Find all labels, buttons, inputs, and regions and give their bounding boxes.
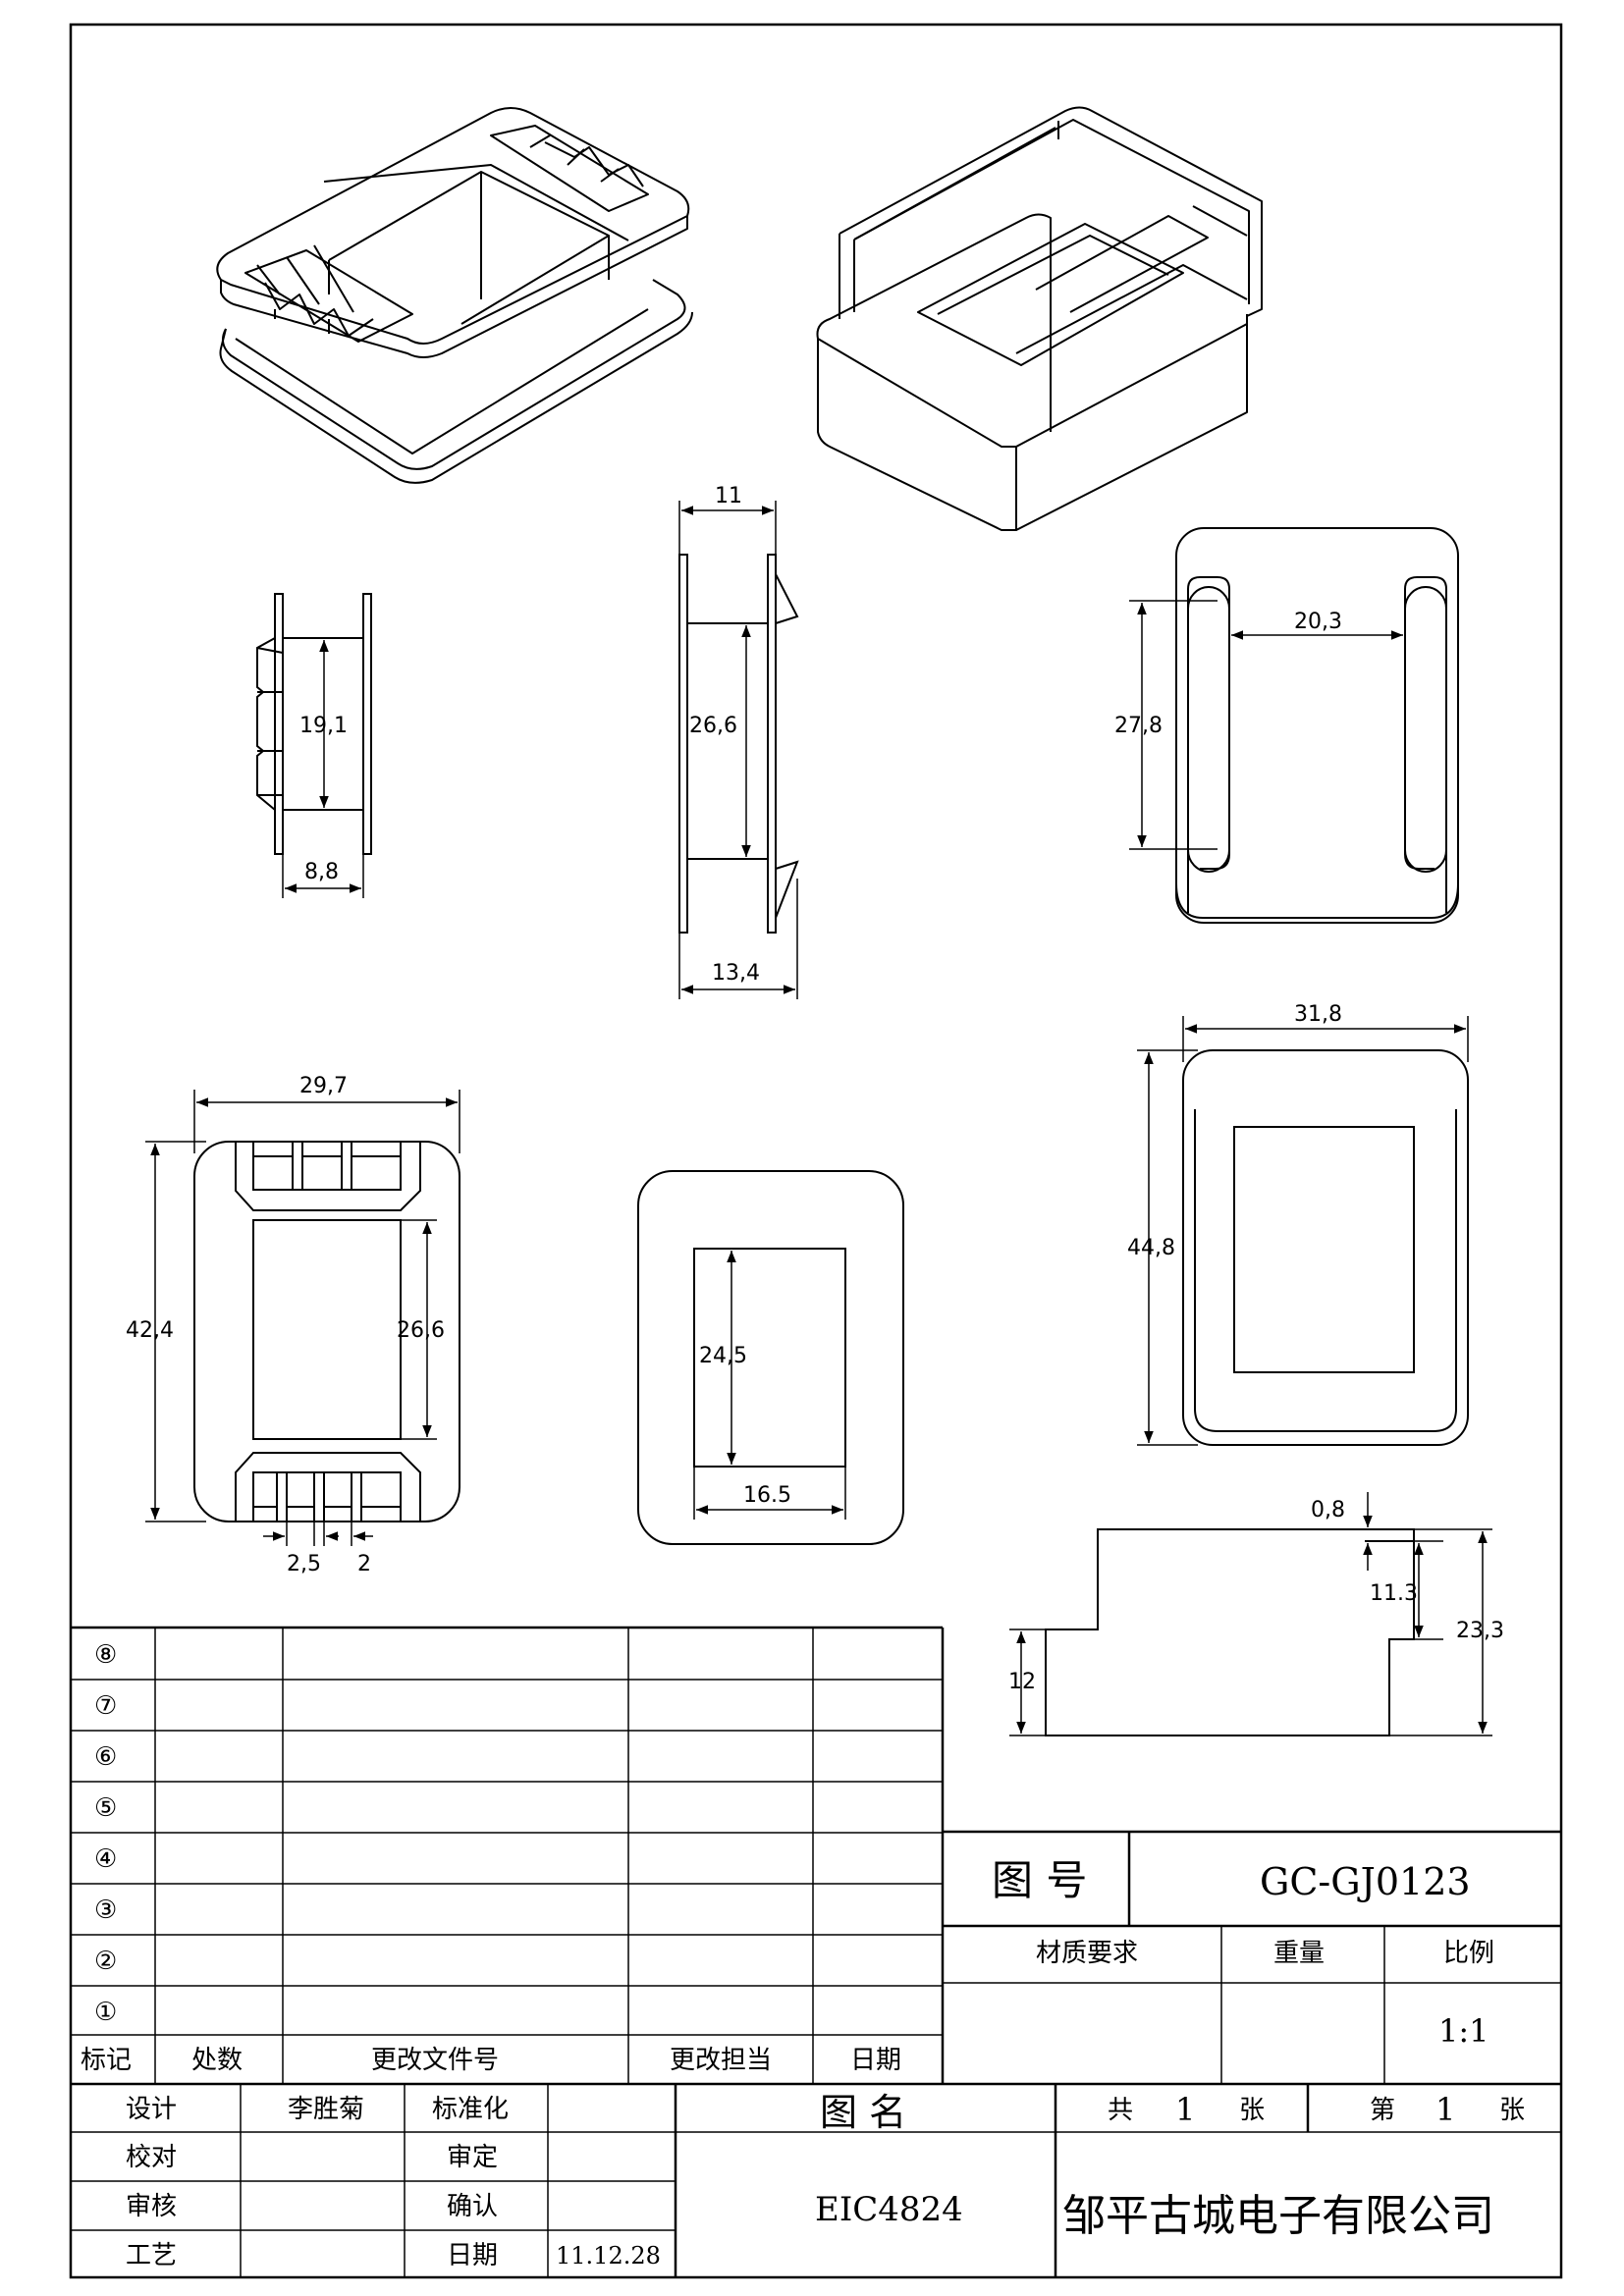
revision-header-mark: 标记 — [81, 2046, 132, 2075]
revision-header-document: 更改文件号 — [371, 2046, 499, 2075]
drawing-border — [69, 23, 1563, 2279]
revision-mark-8: ⑧ — [94, 1640, 117, 1670]
scale-value: 1:1 — [1438, 2012, 1489, 2050]
core-profile-view — [1009, 1492, 1492, 1736]
material-label: 材质要求 — [1036, 1939, 1138, 1968]
core-isometric-view — [816, 106, 1263, 531]
dim-16-5: 16.5 — [743, 1483, 791, 1508]
total-sheets-label: 共 — [1108, 2096, 1133, 2125]
bobbin-side-view — [256, 593, 372, 898]
revision-table-grid — [71, 1626, 1561, 2086]
total-sheets-unit: 张 — [1239, 2096, 1265, 2125]
date-label: 日期 — [447, 2241, 498, 2270]
dim-13-4: 13,4 — [712, 961, 760, 986]
designer-name: 李胜菊 — [288, 2095, 364, 2124]
core-top-view — [1129, 527, 1459, 924]
drawing-number-label: 图 号 — [992, 1856, 1087, 1904]
dim-24-5: 24,5 — [699, 1344, 747, 1368]
core-end-view — [637, 1170, 904, 1545]
revision-mark-3: ③ — [94, 1896, 117, 1925]
dim-42-4: 42,4 — [126, 1318, 174, 1343]
dim-11-3: 11.3 — [1370, 1581, 1418, 1606]
dim-23-3: 23,3 — [1456, 1619, 1504, 1643]
title-block-grid — [943, 1830, 1561, 2084]
total-sheets: 1 — [1175, 2091, 1195, 2128]
revision-mark-7: ⑦ — [94, 1691, 117, 1721]
revision-header-person: 更改担当 — [670, 2046, 772, 2075]
sheet-number-label: 第 — [1370, 2096, 1395, 2125]
core-plan-view — [1137, 1016, 1469, 1446]
dim-2: 2 — [357, 1552, 371, 1576]
sheet-number: 1 — [1435, 2091, 1455, 2128]
dim-31-8: 31,8 — [1294, 1002, 1342, 1027]
scale-label: 比例 — [1443, 1939, 1494, 1968]
dim-8-8: 8,8 — [304, 860, 339, 884]
dim-26-6-side: 26,6 — [689, 714, 737, 738]
dim-44-8: 44,8 — [1127, 1236, 1175, 1260]
dim-12: 12 — [1008, 1670, 1036, 1694]
bobbin-front-view — [678, 501, 799, 999]
dim-19-1: 19,1 — [299, 714, 348, 738]
weight-label: 重量 — [1273, 1939, 1325, 1968]
standard-label: 标准化 — [432, 2095, 509, 2124]
design-label: 设计 — [126, 2095, 177, 2124]
dim-26-6-front: 26,6 — [397, 1318, 445, 1343]
bobbin-plan-view — [145, 1090, 460, 1546]
dim-11: 11 — [715, 484, 742, 508]
drawing-number: GC-GJ0123 — [1260, 1860, 1471, 1903]
revision-mark-1: ① — [94, 1998, 117, 2027]
date-value: 11.12.28 — [556, 2242, 661, 2269]
bobbin-isometric-view — [216, 107, 693, 484]
dim-27-8: 27,8 — [1114, 714, 1163, 738]
review-label: 审核 — [126, 2192, 177, 2221]
approve-label: 审定 — [447, 2143, 498, 2172]
confirm-label: 确认 — [447, 2192, 498, 2221]
revision-mark-4: ④ — [94, 1844, 117, 1874]
revision-header-date: 日期 — [850, 2046, 901, 2075]
dim-29-7: 29,7 — [299, 1074, 348, 1098]
drawing-name-label: 图 名 — [820, 2091, 906, 2134]
craft-label: 工艺 — [126, 2241, 177, 2270]
bottom-block-grid — [71, 2084, 1561, 2277]
dim-0-8: 0,8 — [1311, 1498, 1345, 1522]
part-name: EIC4824 — [815, 2190, 963, 2229]
dim-20-3: 20,3 — [1294, 610, 1342, 634]
company-name: 邹平古城电子有限公司 — [1062, 2191, 1494, 2241]
sheet-number-unit: 张 — [1499, 2096, 1525, 2125]
dim-2-5: 2,5 — [287, 1552, 321, 1576]
revision-mark-2: ② — [94, 1947, 117, 1976]
revision-mark-5: ⑤ — [94, 1793, 117, 1823]
check-label: 校对 — [126, 2143, 177, 2172]
revision-mark-6: ⑥ — [94, 1742, 117, 1772]
revision-header-count: 处数 — [191, 2046, 243, 2075]
